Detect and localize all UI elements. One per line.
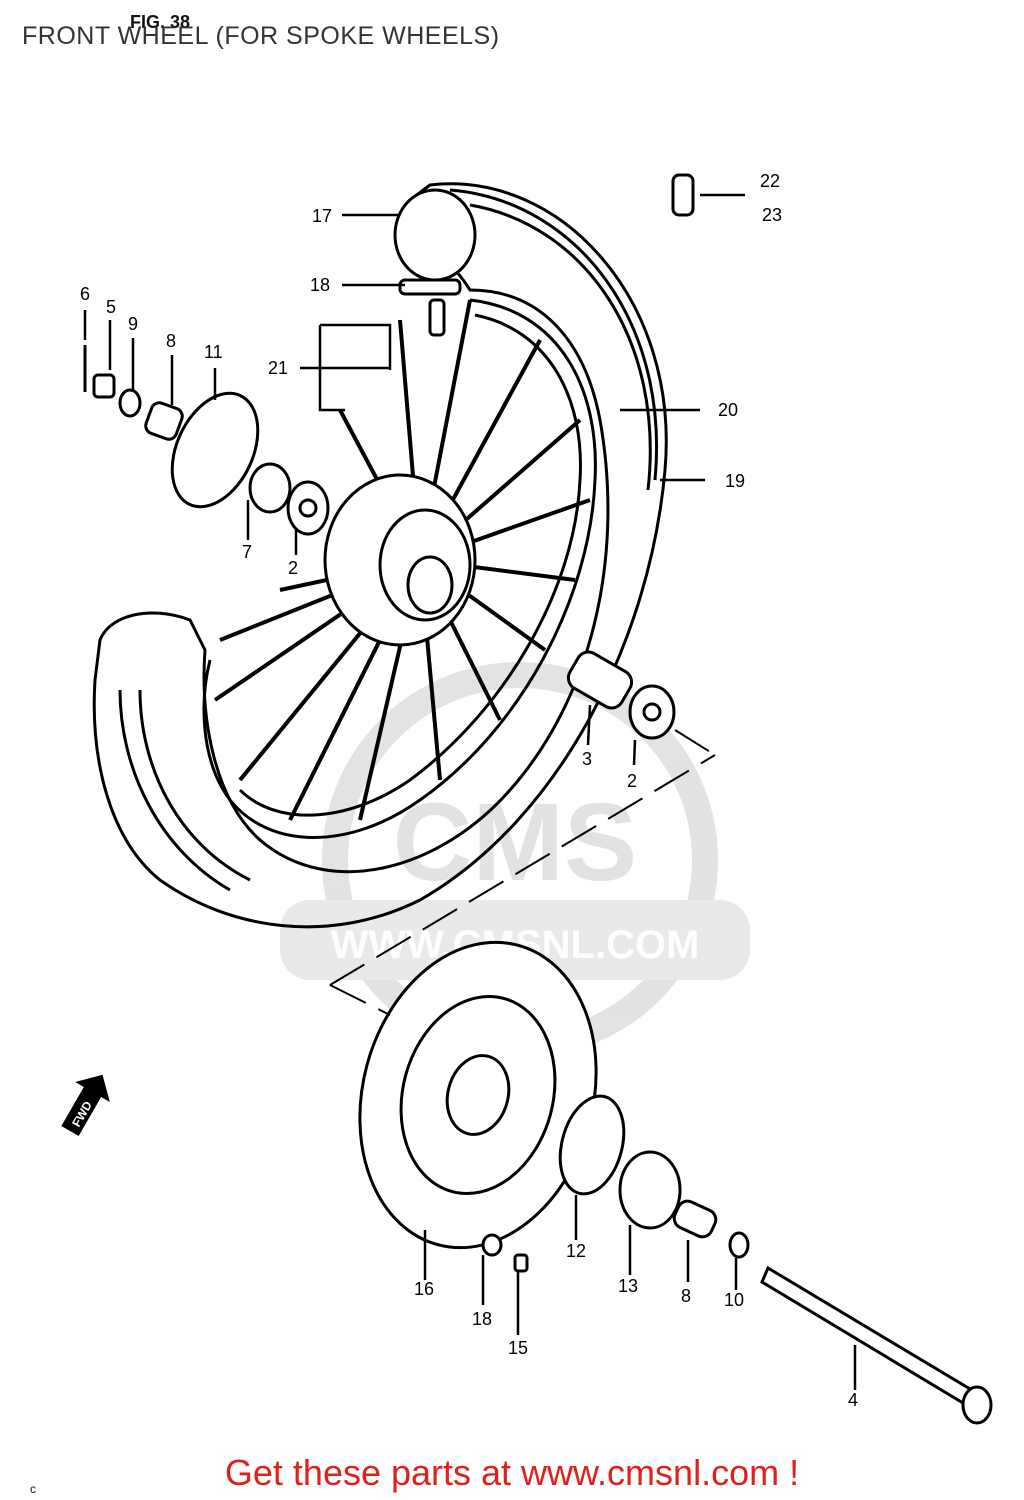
label-8-left: 8 [166,331,176,351]
figure-number: FIG. 38 [130,12,191,32]
leader-lines [83,193,857,1390]
right-hub-parts [566,650,676,740]
corner-mark: c [30,1482,36,1496]
left-hub-parts [83,345,330,536]
label-3: 3 [582,749,592,769]
label-15: 15 [508,1338,528,1358]
label-4: 4 [848,1390,858,1410]
page-title: FRONT WHEEL (FOR SPOKE WHEELS) [22,22,500,50]
label-20: 20 [718,400,738,420]
label-12: 12 [566,1241,586,1261]
label-2-left: 2 [288,558,298,578]
label-6: 6 [80,284,90,304]
axle [760,1265,993,1425]
label-8-right: 8 [681,1286,691,1306]
label-9: 9 [128,314,138,334]
label-14: 16 [414,1279,434,1299]
part-labels: 17 18 21 22 23 20 19 6 5 9 8 11 7 2 3 2 … [80,171,858,1410]
rim [202,298,597,839]
label-16: 18 [472,1309,492,1329]
label-5: 5 [106,297,116,317]
label-19: 18 [310,275,330,295]
label-21: 21 [268,358,288,378]
fwd-arrow-icon: FWD [61,1074,110,1136]
assembly-dash-lines [329,729,716,1016]
label-2-right: 2 [627,771,637,791]
watermark-brand: CMS [393,781,637,904]
promo-link[interactable]: Get these parts at www.cmsnl.com ! [224,1452,800,1493]
hub [323,473,477,647]
tyre [92,182,668,929]
label-17: 19 [725,471,745,491]
label-22: 22 [760,171,780,191]
label-10: 10 [724,1290,744,1310]
valve-parts [393,173,695,337]
label-18: 17 [312,206,332,226]
label-7: 7 [242,542,252,562]
label-23: 23 [762,205,782,225]
label-11: 11 [204,342,223,362]
brake-disc [358,940,750,1273]
label-13: 13 [618,1276,638,1296]
